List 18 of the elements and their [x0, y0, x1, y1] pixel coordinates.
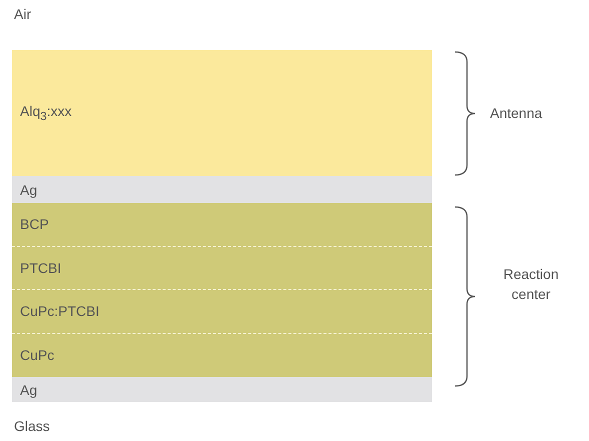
layer-label: Ag: [20, 182, 38, 198]
organic-layer: [12, 246, 432, 290]
medium-label: Air: [14, 6, 32, 22]
medium-label: Glass: [14, 418, 50, 434]
metal-layer: [12, 377, 432, 402]
layer-label: CuPc:PTCBI: [20, 303, 100, 320]
antenna-layer: [12, 50, 432, 176]
organic-layer: [12, 203, 432, 246]
organic-layer: [12, 290, 432, 334]
bracket-label: Reaction center: [502, 265, 560, 304]
layer-label: Ag: [20, 382, 38, 398]
layer-label: CuPc: [20, 347, 54, 364]
layer-label: Alq$_{3}$:xxx: [20, 103, 72, 123]
metal-layer: [12, 176, 432, 203]
layer-label: PTCBI: [20, 260, 62, 276]
bracket-label: Antenna: [490, 105, 542, 121]
organic-layer: [12, 334, 432, 377]
layer-label: BCP: [20, 216, 49, 232]
